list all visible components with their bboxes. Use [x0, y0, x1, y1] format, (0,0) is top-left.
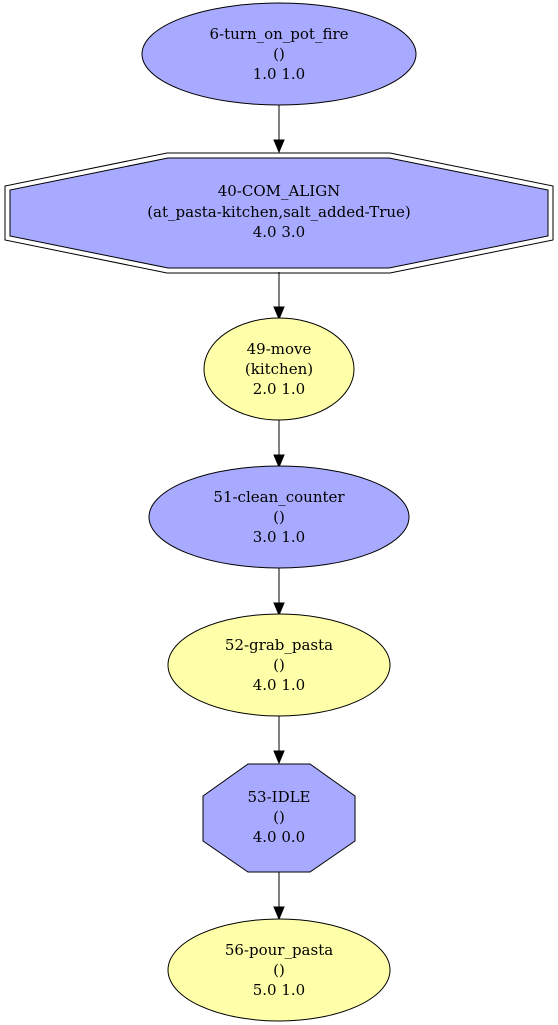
node-values: 1.0 1.0	[253, 65, 305, 83]
node-shape	[148, 465, 410, 569]
node-52-grab-pasta: 52-grab_pasta () 4.0 1.0	[167, 613, 391, 717]
node-label: 56-pour_pasta	[225, 941, 333, 959]
node-values: 5.0 1.0	[253, 981, 305, 999]
node-values: 3.0 1.0	[253, 528, 305, 546]
edge-n53-n56	[273, 872, 285, 921]
edge-n49-n51	[273, 420, 285, 469]
node-label: 52-grab_pasta	[225, 636, 333, 654]
node-shape	[167, 918, 391, 1022]
node-shape	[9, 157, 549, 269]
node-args: ()	[273, 656, 285, 674]
node-40-com-align: 40-COM_ALIGN (at_pasta-kitchen,salt_adde…	[4, 152, 554, 274]
edge-n51-n52	[273, 568, 285, 617]
node-label: 40-COM_ALIGN	[218, 182, 341, 200]
node-values: 4.0 3.0	[253, 223, 305, 241]
node-label: 49-move	[247, 340, 312, 358]
node-51-clean-counter: 51-clean_counter () 3.0 1.0	[148, 465, 410, 569]
edges	[273, 105, 285, 921]
edge-n6-n40	[273, 105, 285, 154]
node-args: ()	[273, 961, 285, 979]
node-6-turn-on-pot-fire: 6-turn_on_pot_fire () 1.0 1.0	[141, 2, 417, 106]
node-53-idle: 53-IDLE () 4.0 0.0	[202, 763, 356, 873]
node-args: ()	[273, 45, 285, 63]
node-label: 53-IDLE	[247, 788, 310, 806]
node-56-pour-pasta: 56-pour_pasta () 5.0 1.0	[167, 918, 391, 1022]
node-args: (at_pasta-kitchen,salt_added-True)	[147, 203, 411, 221]
node-label: 6-turn_on_pot_fire	[209, 25, 348, 43]
node-49-move: 49-move (kitchen) 2.0 1.0	[203, 317, 355, 421]
edge-n52-n53	[273, 716, 285, 765]
edge-n40-n49	[273, 272, 285, 321]
node-args: ()	[273, 508, 285, 526]
node-outer-border	[4, 152, 554, 274]
node-values: 4.0 0.0	[253, 828, 305, 846]
node-label: 51-clean_counter	[213, 488, 345, 506]
node-shape	[202, 763, 356, 873]
node-values: 4.0 1.0	[253, 676, 305, 694]
node-args: ()	[273, 808, 285, 826]
node-args: (kitchen)	[245, 360, 313, 378]
node-shape	[203, 317, 355, 421]
node-values: 2.0 1.0	[253, 380, 305, 398]
node-shape	[167, 613, 391, 717]
node-shape	[141, 2, 417, 106]
